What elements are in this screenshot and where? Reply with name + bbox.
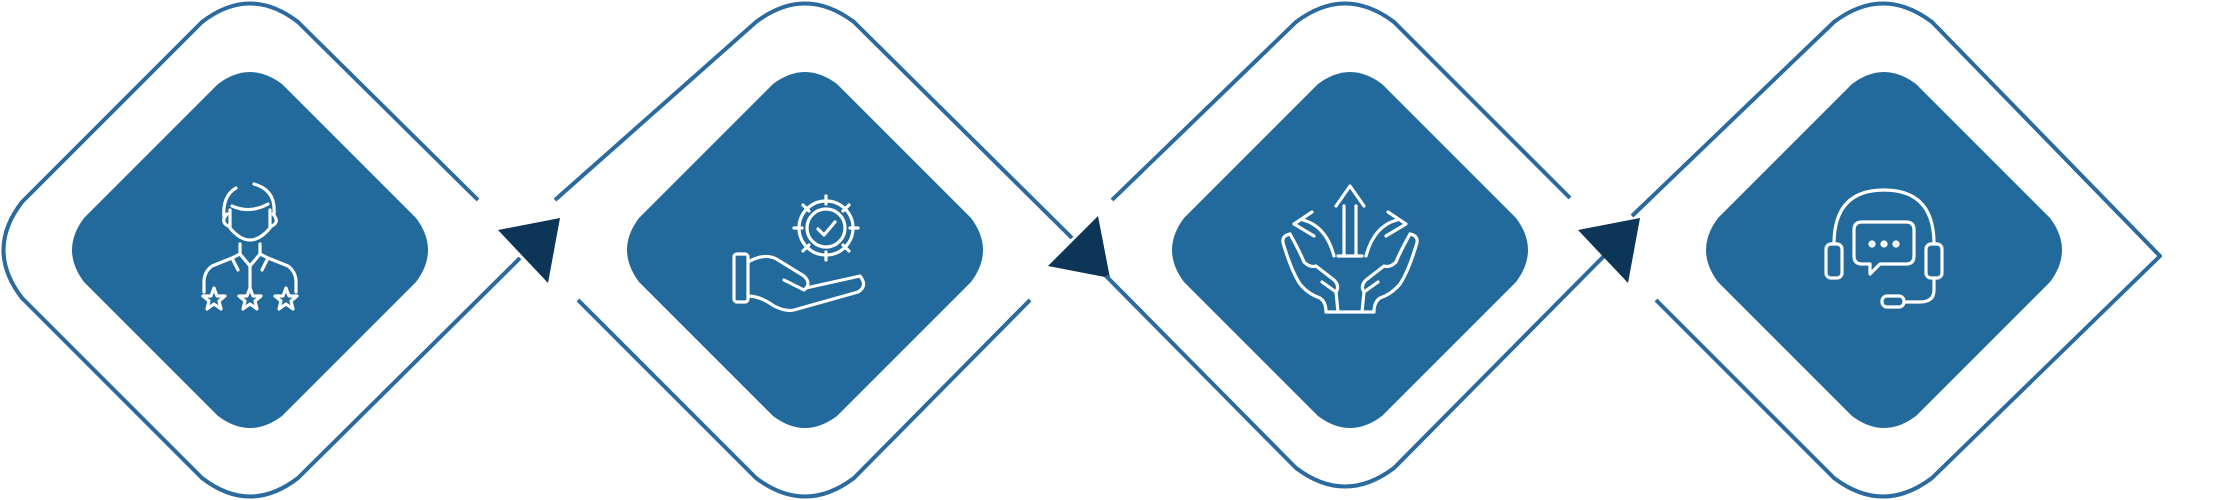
step-3	[1104, 1, 1606, 489]
step-4-tile	[1706, 72, 2062, 428]
step-3-outline	[1110, 1, 1572, 202]
step-1-outline	[1, 1, 522, 499]
step-2-outline	[553, 1, 1074, 240]
service-settings-icon	[732, 194, 866, 313]
arrow-3-to-4	[1578, 218, 1640, 283]
step-1-tile	[72, 72, 428, 428]
customer-rating-icon	[201, 182, 299, 311]
step-3-tile	[1172, 72, 1528, 428]
arrow-1-to-2	[498, 218, 560, 283]
step-2	[553, 1, 1074, 499]
options-directions-icon	[1281, 184, 1419, 314]
customer-support-icon	[1824, 188, 1944, 309]
step-4	[1630, 1, 2162, 499]
step-3-outline-lower	[1104, 254, 1606, 489]
arrow-2-to-3	[1048, 216, 1110, 278]
step-4-outline	[1630, 1, 2162, 499]
step-2-outline-lower	[576, 298, 1032, 499]
step-1	[1, 1, 522, 499]
